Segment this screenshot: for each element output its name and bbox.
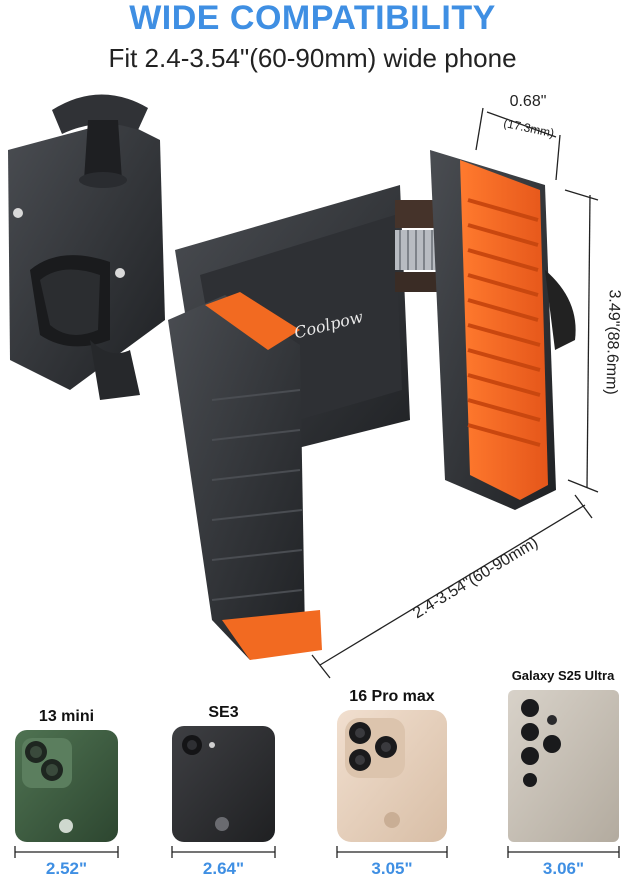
phone-label-se3: SE3 [208, 704, 239, 721]
depth-dimension [475, 107, 561, 181]
phone-16-pro-max [337, 710, 447, 842]
width-16-pro-max: 3.05" [371, 859, 413, 878]
headline: WIDE COMPATIBILITY [129, 0, 496, 37]
width-se3: 2.64" [202, 859, 245, 878]
phone-label-13-mini: 13 mini [38, 708, 95, 725]
phone-width-arrows [14, 846, 620, 858]
height-label: 3.49"(88.6mm) [602, 289, 623, 395]
phone-13-mini [15, 730, 118, 842]
width-range-label: 2.4-3.54"(60-90mm) [410, 534, 541, 622]
width-13-mini: 2.52" [45, 859, 88, 878]
phone-label-16-pro-max: 16 Pro max [349, 688, 435, 705]
phone-galaxy-s25-ultra [508, 690, 619, 842]
right-arm [430, 150, 576, 510]
left-arm [168, 292, 322, 660]
phone-label-galaxy-s25-ultra: Galaxy S25 Ultra [511, 668, 615, 683]
subheadline: Fit 2.4-3.54"(60-90mm) wide phone [108, 43, 517, 73]
width-galaxy-s25-ultra: 3.06" [542, 859, 585, 878]
knob [52, 94, 148, 188]
depth-mm-label: (17.3mm) [502, 116, 555, 140]
width-dimension [311, 494, 593, 679]
height-dimension [564, 189, 599, 493]
handlebar-clamp [8, 120, 165, 400]
phone-se3 [172, 726, 275, 842]
depth-label: 0.68" [510, 93, 547, 110]
